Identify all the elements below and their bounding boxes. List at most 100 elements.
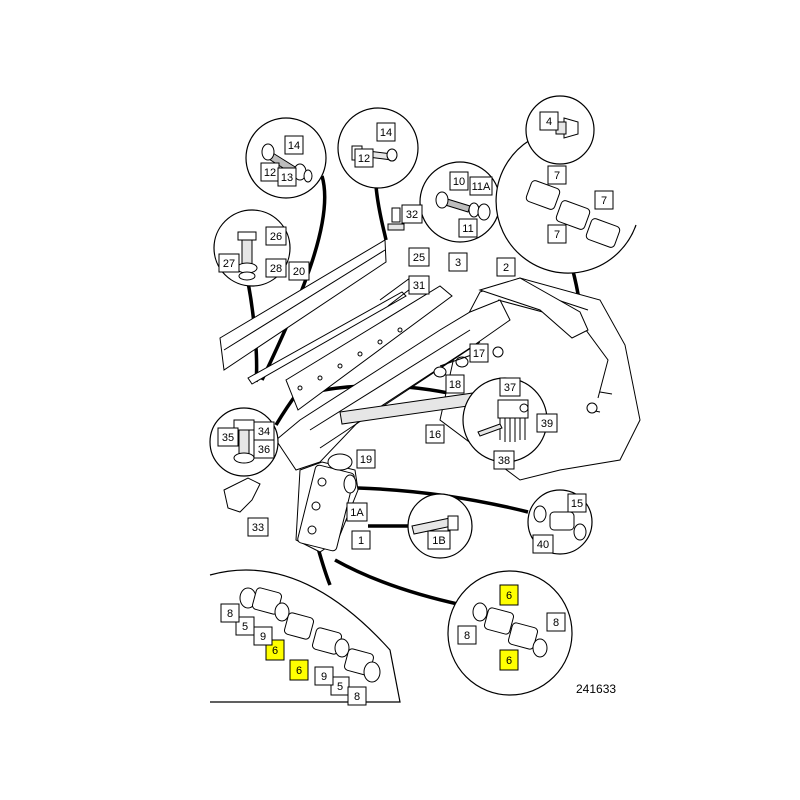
detail-circle-bushes-lower-left (209, 569, 401, 703)
label-5b: 5 (330, 676, 350, 696)
label-32: 32 (401, 204, 423, 224)
part-labels: 1 1A 1B 2 3 4 5 5 6 6 6 6 7 7 7 8 8 8 8 … (217, 111, 614, 706)
label-12b: 12 (354, 148, 374, 168)
svg-text:33: 33 (252, 522, 264, 534)
label-7c: 7 (547, 224, 567, 244)
svg-text:4: 4 (546, 116, 552, 128)
svg-text:36: 36 (258, 444, 270, 456)
svg-text:8: 8 (553, 617, 559, 629)
svg-text:31: 31 (413, 280, 425, 292)
svg-text:10: 10 (453, 176, 465, 188)
svg-text:1B: 1B (432, 535, 445, 547)
svg-text:34: 34 (258, 426, 270, 438)
svg-text:6: 6 (272, 645, 278, 657)
detail-circle-pin-1b (407, 493, 473, 559)
detail-circle-brush-37-38-39 (462, 377, 548, 463)
svg-text:38: 38 (498, 455, 510, 467)
svg-text:14: 14 (288, 140, 300, 152)
svg-text:25: 25 (413, 252, 425, 264)
detail-circle-bushes-lower-right (447, 570, 573, 696)
label-7a: 7 (547, 165, 567, 185)
svg-text:15: 15 (571, 498, 583, 510)
label-1: 1 (351, 530, 371, 550)
svg-text:5: 5 (337, 681, 343, 693)
label-19: 19 (356, 449, 376, 469)
label-38: 38 (493, 450, 515, 470)
svg-text:13: 13 (281, 172, 293, 184)
label-26: 26 (265, 226, 287, 246)
detail-circle-bushes-4-7 (495, 95, 637, 274)
svg-text:6: 6 (296, 665, 302, 677)
detail-circle-bolt-12-14 (337, 107, 419, 189)
svg-text:28: 28 (270, 263, 282, 275)
bracket-33 (223, 477, 261, 513)
label-1a: 1A (346, 502, 368, 522)
svg-text:37: 37 (504, 382, 516, 394)
svg-text:32: 32 (406, 209, 418, 221)
bolt-32 (387, 207, 405, 231)
label-8b: 8 (347, 686, 367, 706)
label-36: 36 (253, 439, 275, 459)
label-14a: 14 (284, 135, 304, 155)
label-2: 2 (496, 257, 516, 277)
svg-text:2: 2 (503, 262, 509, 274)
svg-text:14: 14 (380, 127, 392, 139)
svg-text:16: 16 (429, 429, 441, 441)
svg-text:7: 7 (601, 195, 607, 207)
label-11a: 11A (469, 176, 493, 196)
svg-text:7: 7 (554, 229, 560, 241)
svg-text:27: 27 (223, 258, 235, 270)
svg-text:3: 3 (455, 257, 461, 269)
label-5a: 5 (235, 616, 255, 636)
label-28: 28 (265, 258, 287, 278)
label-34: 34 (253, 421, 275, 441)
label-13: 13 (277, 167, 297, 187)
svg-text:18: 18 (449, 379, 461, 391)
label-9b: 9 (314, 666, 334, 686)
label-9a: 9 (253, 626, 273, 646)
label-33: 33 (247, 517, 269, 537)
label-11: 11 (458, 218, 478, 238)
svg-text:9: 9 (321, 671, 327, 683)
svg-text:35: 35 (222, 432, 234, 444)
svg-text:1A: 1A (350, 507, 364, 519)
label-8c: 8 (457, 625, 477, 645)
svg-text:8: 8 (354, 691, 360, 703)
label-25: 25 (408, 247, 430, 267)
label-27: 27 (218, 253, 240, 273)
label-1b: 1B (427, 530, 451, 550)
svg-text:12: 12 (264, 167, 276, 179)
svg-text:39: 39 (541, 418, 553, 430)
label-7b: 7 (594, 190, 614, 210)
label-6d: 6 (499, 649, 519, 671)
svg-text:11A: 11A (472, 181, 491, 193)
label-39: 39 (536, 413, 558, 433)
svg-text:5: 5 (242, 621, 248, 633)
svg-text:17: 17 (473, 348, 485, 360)
svg-text:20: 20 (293, 266, 305, 278)
svg-text:6: 6 (506, 655, 512, 667)
label-3: 3 (448, 252, 468, 272)
figure-number: 241633 (576, 682, 616, 696)
label-6c: 6 (499, 584, 519, 606)
svg-text:11: 11 (462, 223, 473, 235)
svg-text:40: 40 (537, 539, 549, 551)
label-17: 17 (469, 343, 489, 363)
label-8d: 8 (546, 612, 566, 632)
svg-text:6: 6 (506, 590, 512, 602)
svg-text:8: 8 (464, 630, 470, 642)
label-31: 31 (408, 275, 430, 295)
label-6b: 6 (289, 659, 309, 681)
svg-text:26: 26 (270, 231, 282, 243)
svg-text:1: 1 (358, 535, 364, 547)
label-18: 18 (445, 374, 465, 394)
svg-text:7: 7 (554, 170, 560, 182)
label-14b: 14 (376, 122, 396, 142)
label-4: 4 (539, 111, 559, 131)
label-8a: 8 (220, 603, 240, 623)
svg-text:19: 19 (360, 454, 372, 466)
label-35: 35 (217, 427, 239, 447)
svg-text:9: 9 (260, 631, 266, 643)
svg-text:8: 8 (227, 608, 233, 620)
label-15: 15 (567, 493, 587, 513)
